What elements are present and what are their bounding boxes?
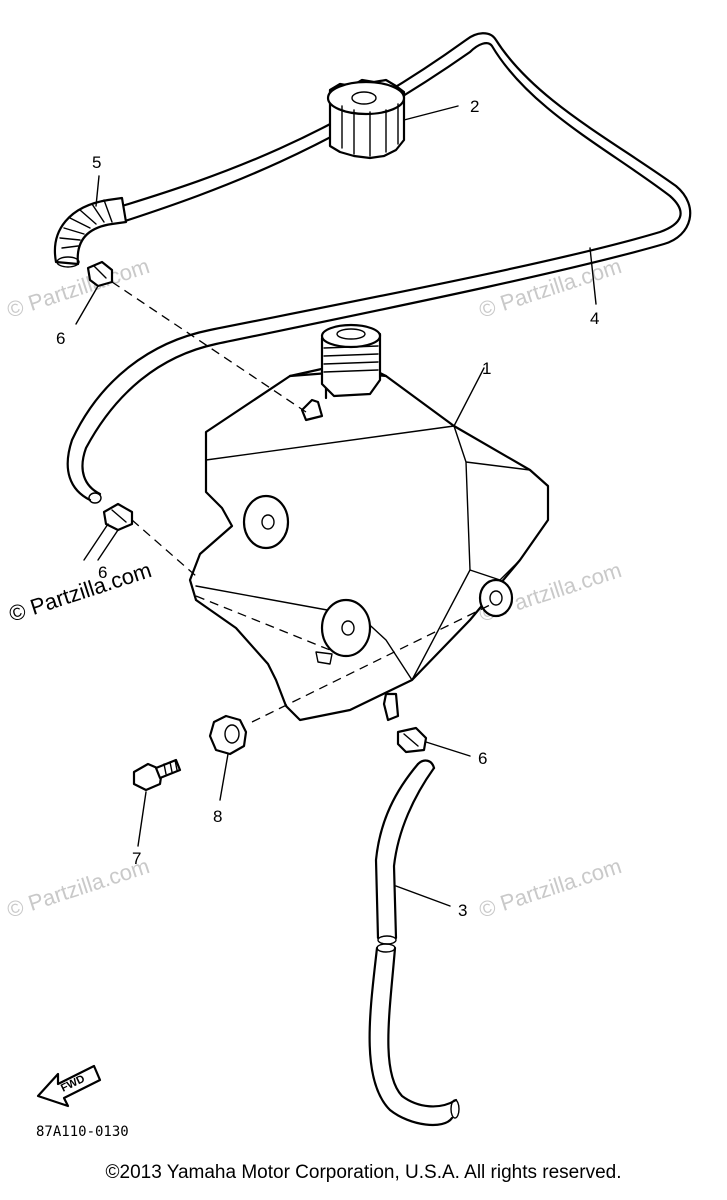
watermark-dark: © Partzilla.com [6, 557, 155, 627]
copyright-notice: ©2013 Yamaha Motor Corporation, U.S.A. A… [105, 1162, 622, 1183]
grommet-8 [208, 714, 248, 756]
leader-lines [75, 105, 597, 907]
bolt-7 [132, 758, 182, 792]
diagram-code: 87A110-0130 [36, 1124, 129, 1140]
callouts: 2 5 6 4 1 6 6 8 7 3 [56, 97, 599, 920]
watermark-2: © Partzilla.com [476, 253, 625, 323]
tank-1 [188, 323, 550, 722]
fwd-arrow-icon: FWD [36, 1064, 102, 1108]
callout-6-mid: 6 [98, 563, 107, 582]
callout-5: 5 [92, 153, 101, 172]
clip-6-bottom [396, 726, 428, 754]
callout-8: 8 [213, 807, 222, 826]
callout-7: 7 [132, 849, 141, 868]
hose-4 [66, 32, 692, 504]
watermark-5: © Partzilla.com [476, 853, 625, 923]
hose-3 [368, 759, 460, 1126]
clip-6-mid [102, 502, 134, 532]
callout-3: 3 [458, 901, 467, 920]
cap-2 [326, 78, 406, 160]
callout-4: 4 [590, 309, 599, 328]
elbow-5 [53, 196, 128, 268]
callout-1: 1 [482, 359, 491, 378]
callout-6-top: 6 [56, 329, 65, 348]
callout-6-bottom: 6 [478, 749, 487, 768]
assembly-lines [111, 281, 493, 723]
callout-2: 2 [470, 97, 479, 116]
watermark-4: © Partzilla.com [4, 853, 153, 923]
